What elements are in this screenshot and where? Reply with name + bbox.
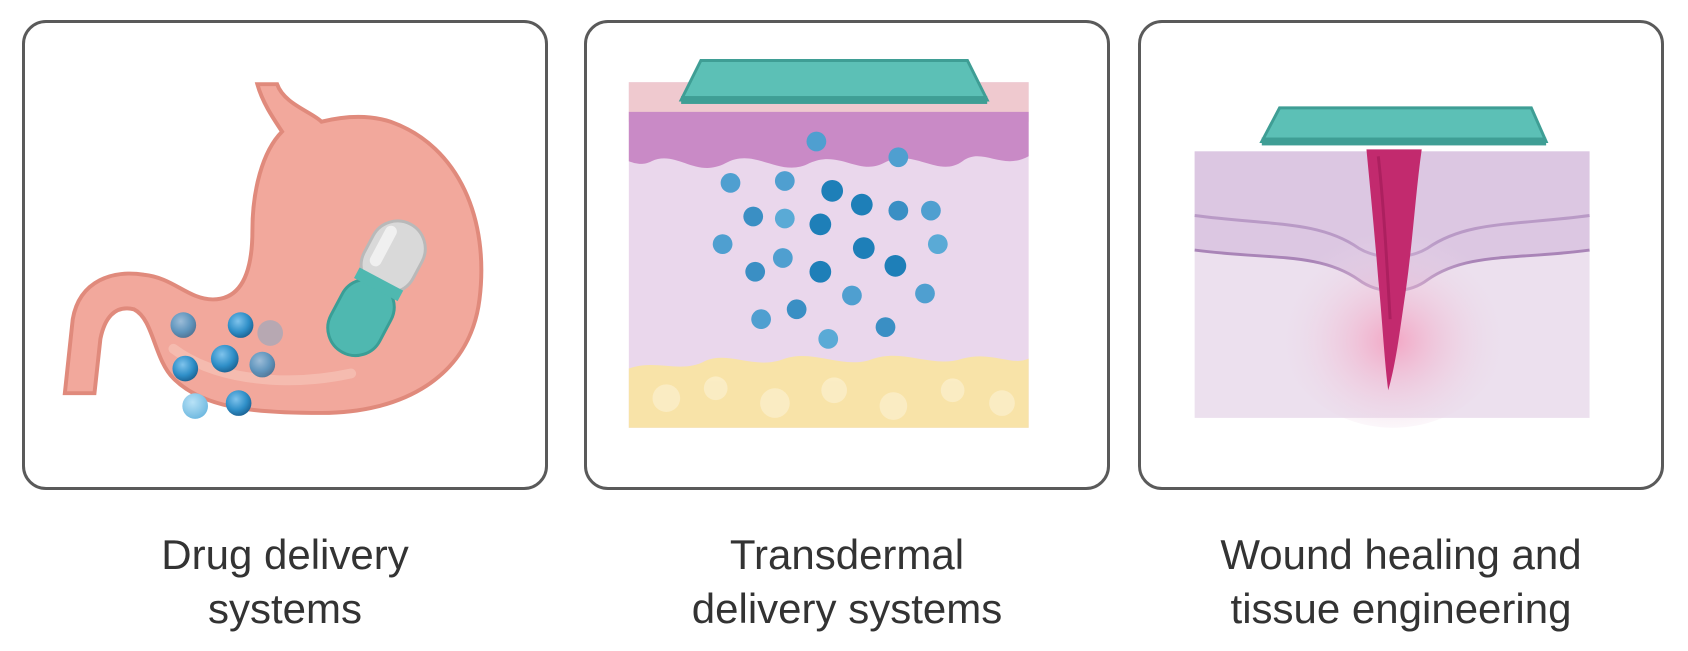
transdermal-caption: Transdermal delivery systems <box>584 528 1110 636</box>
skin-patch-illustration <box>587 23 1107 487</box>
wound-healing-panel <box>1138 20 1664 490</box>
patch-icon <box>681 61 987 104</box>
transdermal-panel <box>584 20 1110 490</box>
caption-line: systems <box>22 582 548 636</box>
drug-delivery-caption: Drug delivery systems <box>22 528 548 636</box>
wound-healing-caption: Wound healing and tissue engineering <box>1138 528 1664 636</box>
caption-line: Drug delivery <box>22 528 548 582</box>
dressing-patch-icon <box>1262 108 1546 146</box>
stomach-capsule-illustration <box>25 23 545 487</box>
caption-line: tissue engineering <box>1138 582 1664 636</box>
wound-dressing-illustration <box>1141 23 1661 487</box>
caption-line: Transdermal <box>584 528 1110 582</box>
caption-line: Wound healing and <box>1138 528 1664 582</box>
caption-line: delivery systems <box>584 582 1110 636</box>
drug-delivery-panel <box>22 20 548 490</box>
